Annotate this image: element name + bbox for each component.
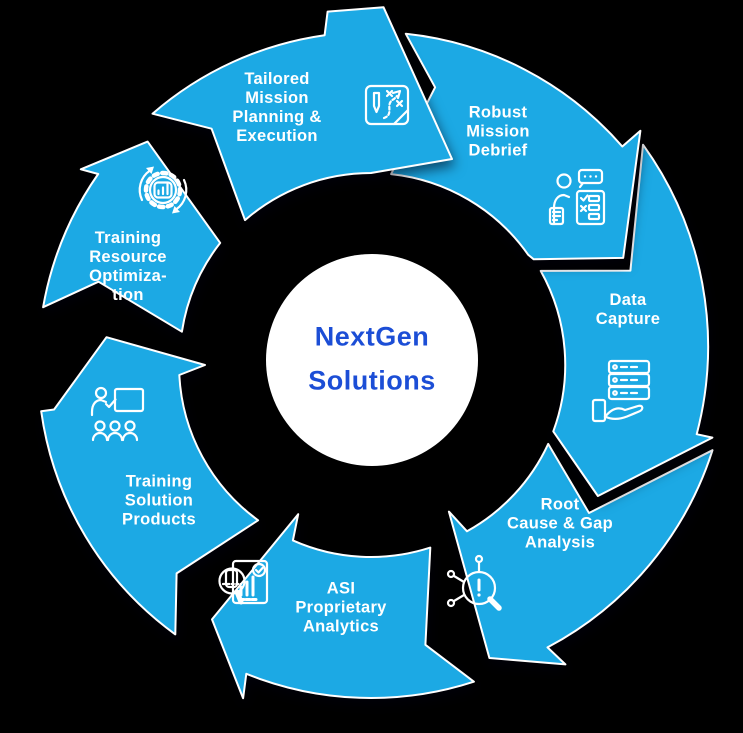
segment-arrow-asi-analytics: [211, 513, 475, 700]
resource-optimization-icon: [138, 166, 188, 214]
mission-planning-icon: [364, 84, 410, 126]
center-circle: [266, 254, 478, 466]
segment-arrow-training-solution: [40, 336, 260, 636]
root-cause-icon: [446, 554, 502, 611]
center-title-line1: NextGen: [314, 321, 430, 352]
data-capture-icon: [591, 359, 651, 423]
segment-arrow-training-resource: [42, 140, 222, 333]
segment-arrow-data-capture: [539, 143, 714, 497]
mission-debrief-icon: [548, 168, 606, 226]
analytics-icon: [218, 559, 269, 605]
segment-arrow-root-cause: [447, 442, 714, 666]
center-title-line2: Solutions: [308, 365, 436, 395]
center-title: NextGen Solutions: [308, 315, 436, 402]
training-products-icon: [90, 386, 145, 442]
segment-arrow-mission-planning: [151, 6, 453, 222]
